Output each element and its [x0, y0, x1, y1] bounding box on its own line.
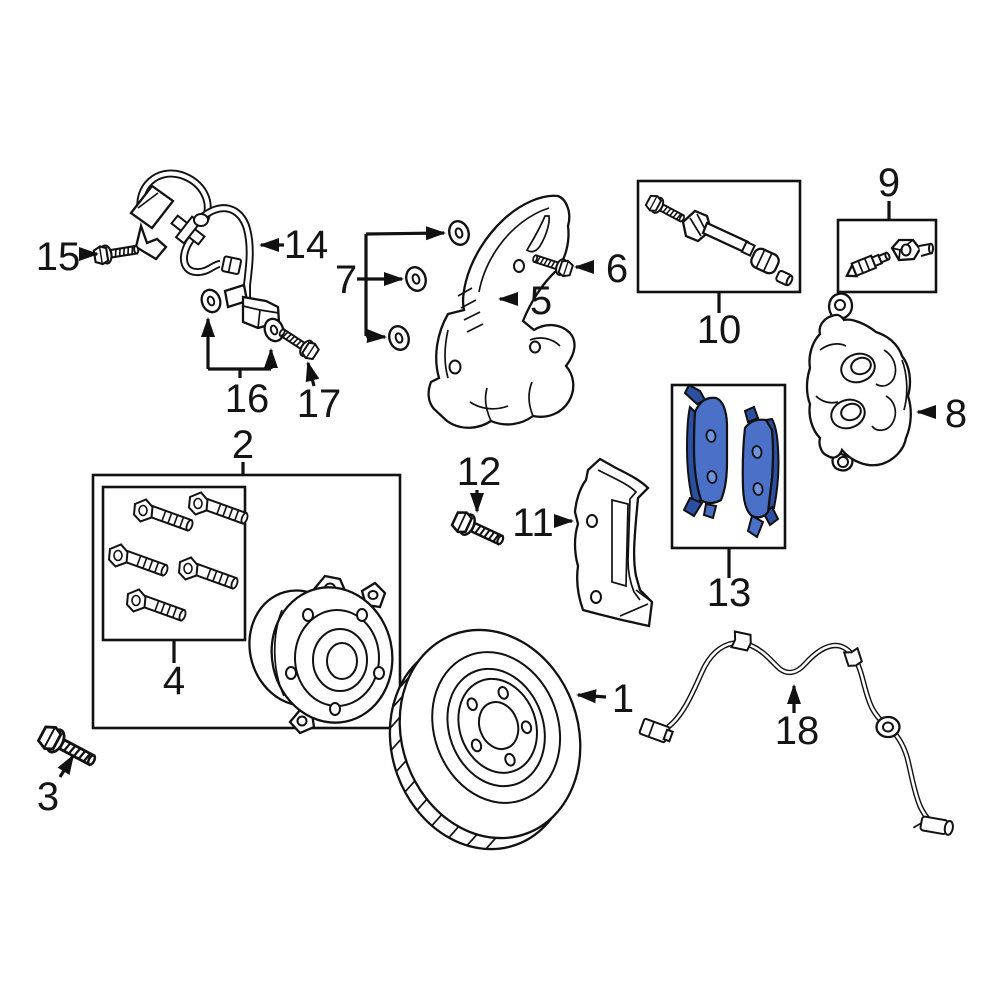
hose-mounting-bolt-drawing — [92, 239, 141, 267]
part-label-5: 5 — [530, 279, 552, 323]
part-label-7: 7 — [335, 258, 357, 302]
part-label-18: 18 — [775, 709, 820, 753]
part-label-4: 4 — [163, 659, 185, 703]
part-label-3: 3 — [37, 775, 59, 819]
part-label-8: 8 — [945, 392, 967, 436]
part-label-11: 11 — [512, 501, 554, 545]
part-label-9: 9 — [878, 161, 900, 205]
part-label-10: 10 — [697, 308, 742, 352]
leader-1 — [576, 689, 607, 704]
hub-assembly-drawing — [248, 574, 394, 735]
leader-17 — [305, 361, 320, 387]
brake-pad-right — [741, 405, 780, 539]
brake-rotor-drawing — [388, 628, 582, 851]
leader-7-bracket — [357, 234, 368, 336]
brake-pad-set-drawing — [670, 383, 787, 550]
part-label-2: 2 — [232, 423, 254, 467]
leader-16-bracket — [208, 367, 271, 378]
leader-lines — [57, 201, 936, 778]
part-label-13: 13 — [707, 571, 752, 615]
part-label-12: 12 — [457, 450, 502, 494]
part-label-15: 15 — [36, 235, 81, 279]
part-labels: 1 2 3 4 5 6 7 8 9 10 11 12 13 14 15 16 1… — [36, 161, 967, 819]
part-label-14: 14 — [284, 223, 329, 267]
hub-kit-drawing — [91, 473, 402, 735]
caliper-guide-pin-kit-drawing — [636, 179, 802, 294]
part-label-6: 6 — [606, 247, 628, 291]
part-label-16: 16 — [225, 377, 270, 421]
abs-sensor-drawing — [638, 630, 954, 836]
brake-hose-drawing — [129, 169, 281, 330]
part-label-17: 17 — [297, 382, 342, 426]
brake-pad-left — [682, 383, 729, 520]
part-label-1: 1 — [612, 677, 634, 721]
brake-caliper-drawing — [805, 292, 912, 472]
caliper-bleeder-screw-kit-drawing — [836, 218, 938, 294]
caliper-mounting-bracket-drawing — [573, 457, 654, 628]
hose-bracket-bolt-drawing — [274, 323, 322, 363]
leader-3 — [57, 754, 75, 778]
caliper-bracket-bolt-drawing — [449, 507, 509, 552]
brake-dust-shield-drawing — [427, 194, 576, 429]
